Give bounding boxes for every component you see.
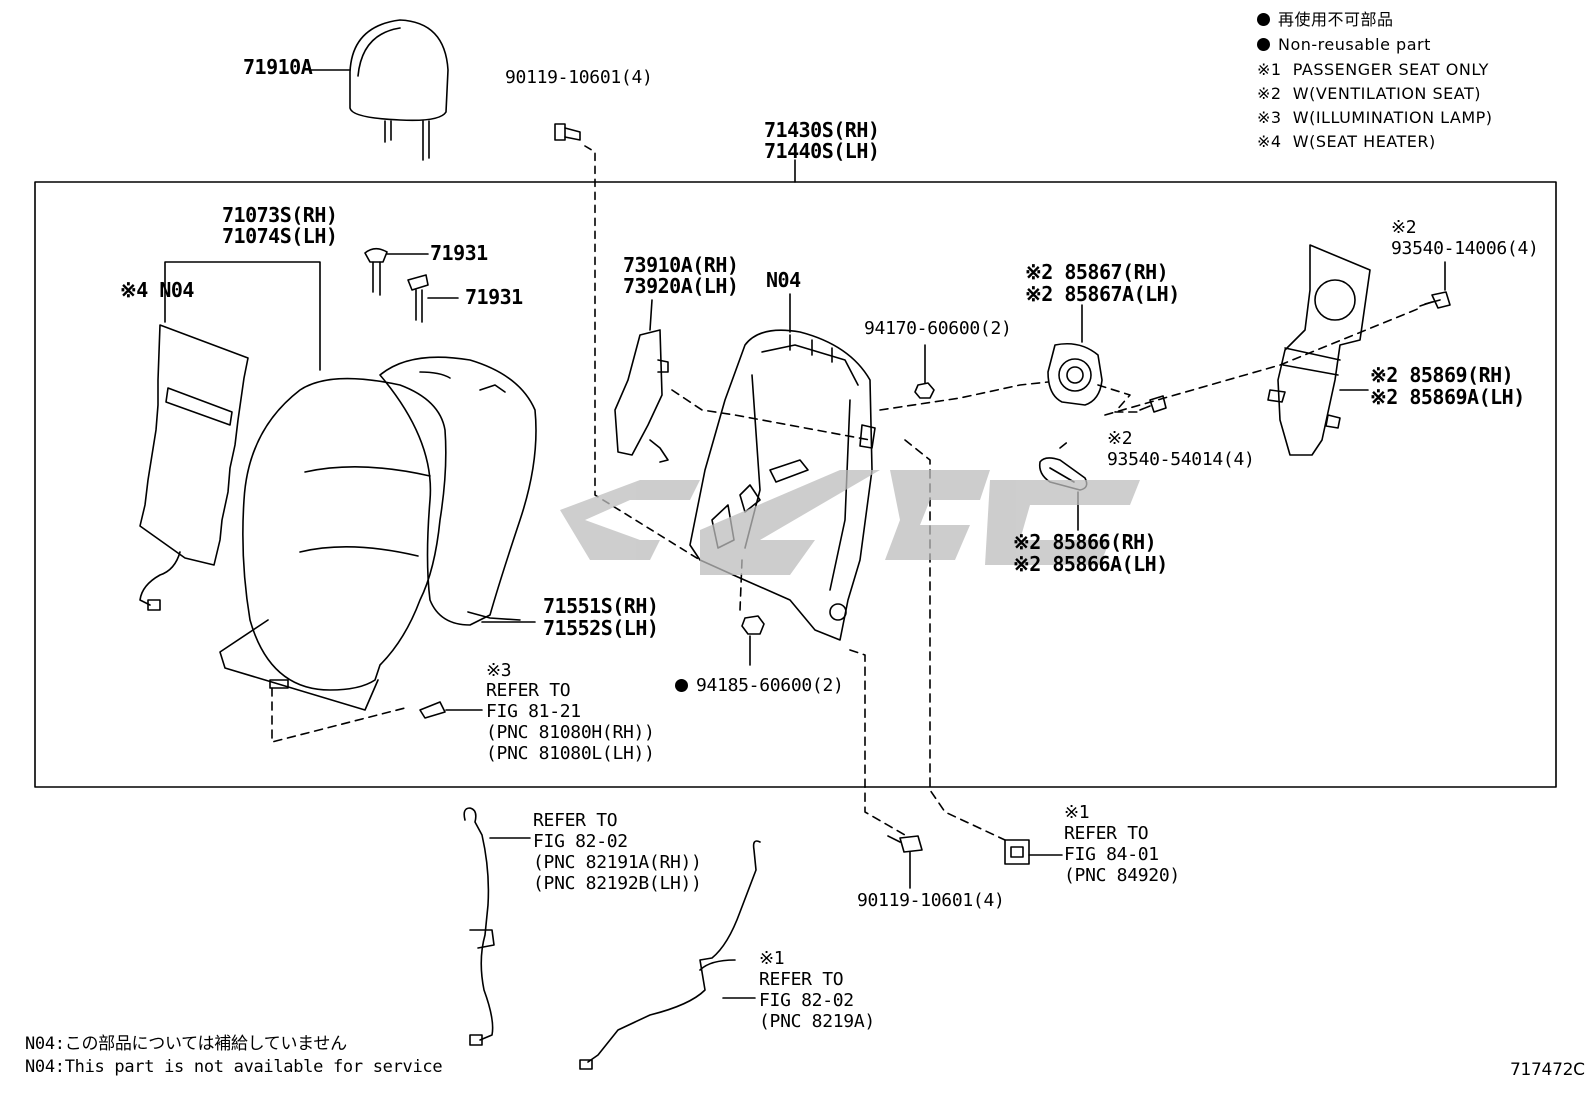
part-label-frame-n04[interactable]: N04	[766, 268, 801, 292]
wire1-ref-line3[interactable]: (PNC 82191A(RH))	[533, 852, 702, 873]
lamp-mark: ※3	[486, 660, 512, 681]
legend-note-3: ※3 W(ILLUMINATION LAMP)	[1257, 108, 1493, 127]
part-label-fan-rh[interactable]: ※2 85867(RH)	[1025, 260, 1169, 284]
nonreusable-dot-icon	[675, 679, 688, 692]
screw-54014-icon	[1139, 395, 1167, 413]
part-label-pad-lh[interactable]: 71552S(LH)	[543, 616, 659, 640]
lamp-ref-line2[interactable]: FIG 81-21	[486, 701, 581, 722]
wire1-ref-line1: REFER TO	[533, 810, 618, 831]
wire-harness-2-icon	[579, 840, 761, 1070]
lamp-ref-line4[interactable]: (PNC 81080L(LH))	[486, 743, 655, 764]
wire2-ref-line3[interactable]: (PNC 8219A)	[759, 1011, 875, 1032]
part-label-headrest[interactable]: 71910A	[243, 55, 313, 79]
part-label-cover-rh[interactable]: 71073S(RH)	[222, 203, 338, 227]
wire1-ref-line2[interactable]: FIG 82-02	[533, 831, 628, 852]
wire2-mark: ※1	[759, 948, 785, 969]
part-label-grille-lh[interactable]: ※2 85866A(LH)	[1013, 552, 1168, 576]
nonreusable-dot-icon	[1257, 13, 1270, 26]
lamp-ref-line1: REFER TO	[486, 680, 571, 701]
part-label-cover-lh[interactable]: 71074S(LH)	[222, 224, 338, 248]
part-label-guide-2[interactable]: 71931	[465, 285, 523, 309]
part-label-nut-94185[interactable]: 94185-60600(2)	[675, 675, 844, 696]
dealer-logo-watermark	[560, 470, 1140, 575]
part-label-duct-rh[interactable]: ※2 85869(RH)	[1370, 363, 1514, 387]
part-label-heater[interactable]: ※4 N04	[120, 278, 194, 302]
part-label-guide-1[interactable]: 71931	[430, 241, 488, 265]
legend-note-4: ※4 W(SEAT HEATER)	[1257, 132, 1436, 151]
seat-back-pad-icon	[379, 356, 537, 626]
part-label-nut-94170[interactable]: 94170-60600(2)	[864, 318, 1012, 339]
nut-94170-icon	[914, 382, 935, 399]
seat-heater-icon	[139, 324, 249, 611]
legend-nonreusable-en: Non-reusable part	[1257, 33, 1431, 57]
legend-nonreusable-jp: 再使用不可部品	[1257, 8, 1394, 32]
headrest-guide-lock-icon	[407, 274, 459, 323]
switch-mark: ※1	[1064, 802, 1090, 823]
part-label-screw-54014[interactable]: 93540-54014(4)	[1107, 449, 1255, 470]
bolt-bottom-icon	[887, 835, 923, 853]
wire2-ref-line2[interactable]: FIG 82-02	[759, 990, 854, 1011]
wire1-ref-line4[interactable]: (PNC 82192B(LH))	[533, 873, 702, 894]
footnote-en: N04:This part is not available for servi…	[25, 1057, 443, 1077]
ventilation-fan-icon	[1047, 342, 1103, 406]
part-label-bolt-top[interactable]: 90119-10601(4)	[505, 67, 653, 88]
legend-note-2: ※2 W(VENTILATION SEAT)	[1257, 84, 1481, 103]
side-panel-icon	[614, 329, 669, 463]
ventilation-duct-icon	[1267, 244, 1371, 456]
part-label-assy-rh[interactable]: 71430S(RH)	[764, 118, 880, 142]
part-label-assy-lh[interactable]: 71440S(LH)	[764, 139, 880, 163]
part-label-grille-rh[interactable]: ※2 85866(RH)	[1013, 530, 1157, 554]
headrest-guide-icon	[364, 247, 429, 296]
part-label-panel-rh[interactable]: 73910A(RH)	[623, 253, 739, 277]
part-label-fan-lh[interactable]: ※2 85867A(LH)	[1025, 282, 1180, 306]
switch-ref-line1: REFER TO	[1064, 823, 1149, 844]
part-label-duct-lh[interactable]: ※2 85869A(LH)	[1370, 385, 1525, 409]
seat-back-frame-icon	[689, 329, 876, 641]
part-label-screw-14006[interactable]: 93540-14006(4)	[1391, 238, 1539, 259]
figure-id: 717472C	[1510, 1060, 1585, 1080]
illumination-lamp-icon	[419, 701, 446, 719]
part-label-pad-rh[interactable]: 71551S(RH)	[543, 594, 659, 618]
part-label-bolt-bottom[interactable]: 90119-10601(4)	[857, 890, 1005, 911]
headrest-icon	[349, 19, 449, 161]
bolt-top-icon	[554, 123, 581, 141]
wire-harness-1-icon	[463, 807, 495, 1046]
seat-cover-icon	[219, 377, 447, 711]
lamp-ref-line3[interactable]: (PNC 81080H(RH))	[486, 722, 655, 743]
legend-note-1: ※1 PASSENGER SEAT ONLY	[1257, 60, 1489, 79]
switch-ref-line2[interactable]: FIG 84-01	[1064, 844, 1159, 865]
footnote-jp: N04:この部品については補給していません	[25, 1034, 347, 1054]
switch-ref-line3[interactable]: (PNC 84920)	[1064, 865, 1180, 886]
part-label-panel-lh[interactable]: 73920A(LH)	[623, 274, 739, 298]
wire2-ref-line1: REFER TO	[759, 969, 844, 990]
screw-14006-icon	[1419, 291, 1451, 309]
part-label-screw2-mark: ※2	[1107, 428, 1133, 449]
nut-94185-icon	[741, 615, 765, 635]
part-label-screw-mark: ※2	[1391, 217, 1417, 238]
nonreusable-dot-icon	[1257, 38, 1270, 51]
seat-switch-icon	[1004, 839, 1030, 865]
